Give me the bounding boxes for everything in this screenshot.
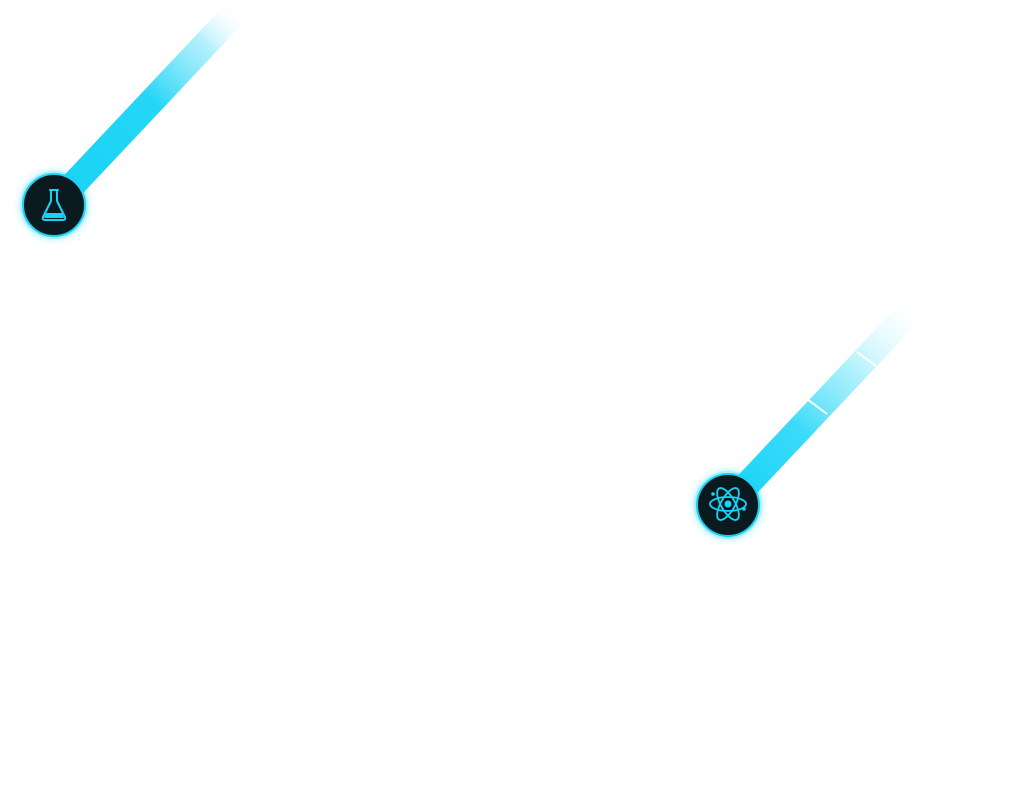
atom-connector-beam: [718, 307, 916, 514]
atom-beam-divider-2: [856, 351, 877, 367]
flask-icon: [41, 189, 67, 221]
atom-icon: [709, 487, 747, 521]
atom-node-badge[interactable]: [694, 471, 762, 539]
atom-beam-divider-1: [806, 398, 828, 415]
flask-node-badge[interactable]: [20, 171, 88, 239]
flask-connector-beam: [44, 7, 242, 214]
